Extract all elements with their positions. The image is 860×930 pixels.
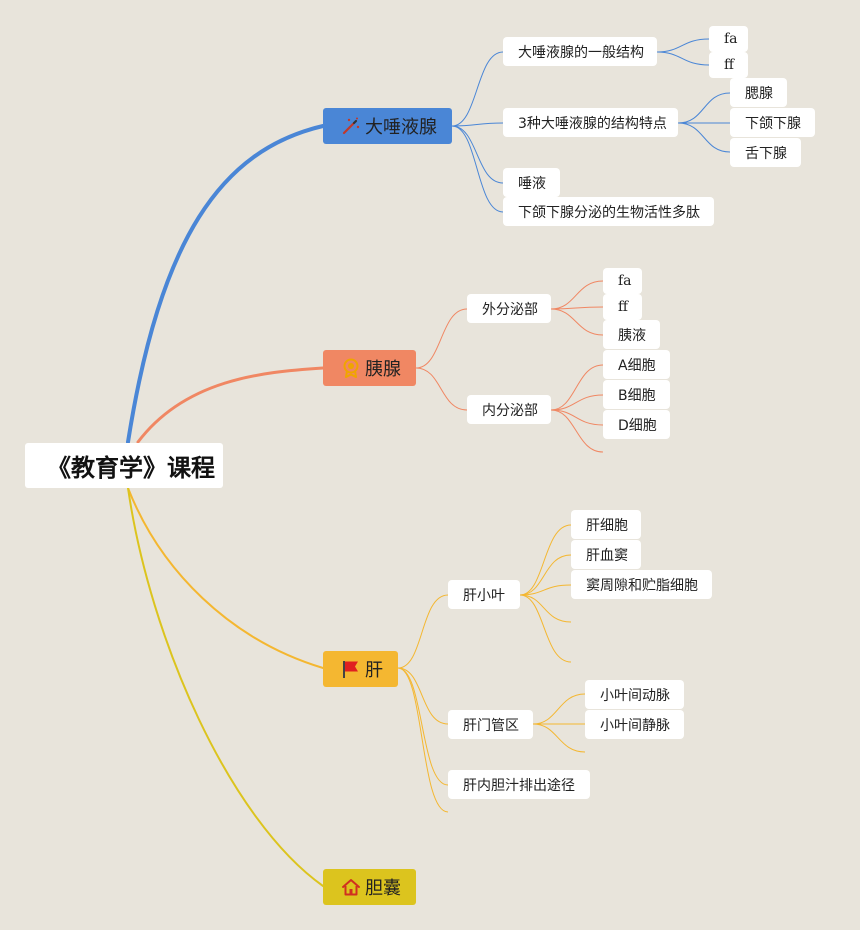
topic-label: 腮腺 [745, 85, 773, 102]
topic-label: 小叶间动脉 [600, 687, 670, 704]
branch-pancreas-label: 胰腺 [365, 359, 401, 380]
branch-salivary-label: 大唾液腺 [365, 117, 437, 138]
magic-wand-icon [342, 117, 360, 135]
connector-structure-ff [656, 51, 710, 66]
topic-label: fa [618, 273, 632, 289]
connector-root-salivary [126, 124, 325, 444]
branch-pancreas[interactable]: 胰腺 [323, 350, 416, 386]
connector-lobule-cells [519, 524, 572, 596]
topic-label: 肝内胆汁排出途径 [463, 777, 575, 794]
topic-label: ff [724, 57, 734, 73]
topic-label: 下颌下腺分泌的生物活性多肽 [518, 204, 700, 221]
topic-label: 肝门管区 [463, 717, 519, 734]
topic-label: fa [724, 31, 738, 47]
connector-root-liver [127, 487, 324, 669]
connector-features-parotid [677, 92, 731, 124]
topic-d-cell[interactable]: D细胞 [603, 410, 670, 439]
connector-portal-empty [532, 723, 586, 753]
topic-label: 小叶间静脉 [600, 717, 670, 734]
topic-exocrine-ff[interactable]: ff [603, 294, 642, 320]
connector-salivary-structure [451, 51, 504, 127]
topic-salivary-features[interactable]: 3种大唾液腺的结构特点 [503, 108, 678, 137]
connector-root-pancreas [136, 366, 325, 444]
connector-exocrine-ff [550, 306, 604, 310]
connector-salivary-features [451, 122, 504, 127]
branch-salivary-glands[interactable]: 大唾液腺 [323, 108, 452, 144]
topic-submandibular-gland[interactable]: 下颌下腺 [730, 108, 815, 137]
connector-lobule-space [519, 584, 572, 596]
topic-label: B细胞 [618, 387, 656, 404]
topic-label: D细胞 [618, 417, 657, 434]
branch-gallbladder-label: 胆囊 [365, 878, 401, 899]
connector-endocrine-b [550, 394, 604, 411]
topic-label: 下颌下腺 [745, 115, 801, 132]
topic-hepatic-sinusoid[interactable]: 肝血窦 [571, 540, 641, 569]
topic-hepatic-lobule[interactable]: 肝小叶 [448, 580, 520, 609]
topic-perisinusoidal-space[interactable]: 窦周隙和贮脂细胞 [571, 570, 712, 599]
topic-label: 胰液 [618, 327, 646, 344]
topic-endocrine-part[interactable]: 内分泌部 [467, 395, 551, 424]
topic-saliva[interactable]: 唾液 [503, 168, 560, 197]
connector-structure-fa [656, 38, 710, 53]
topic-label: 内分泌部 [482, 402, 538, 419]
topic-label: 3种大唾液腺的结构特点 [518, 115, 667, 132]
connector-exocrine-fa [550, 280, 604, 310]
connector-liver-empty [397, 667, 449, 813]
award-medal-icon [343, 358, 359, 378]
connector-lobule-empty-2 [519, 594, 572, 663]
topic-salivary-structure[interactable]: 大唾液腺的一般结构 [503, 37, 657, 66]
connector-endocrine-empty [550, 409, 604, 453]
connector-features-sublingual [677, 122, 731, 153]
branch-gallbladder[interactable]: 胆囊 [323, 869, 416, 905]
topic-label: 肝血窦 [586, 547, 628, 564]
connector-lobule-empty-1 [519, 594, 572, 623]
topic-structure-fa[interactable]: fa [709, 26, 748, 52]
topic-pancreatic-juice[interactable]: 胰液 [603, 320, 660, 349]
topic-bile-pathway[interactable]: 肝内胆汁排出途径 [448, 770, 590, 799]
topic-b-cell[interactable]: B细胞 [603, 380, 670, 409]
topic-sublingual-gland[interactable]: 舌下腺 [730, 138, 801, 167]
connector-exocrine-juice [550, 308, 604, 336]
topic-label: 外分泌部 [482, 301, 538, 318]
topic-a-cell[interactable]: A细胞 [603, 350, 670, 379]
topic-hepatocyte[interactable]: 肝细胞 [571, 510, 641, 539]
topic-interlobular-artery[interactable]: 小叶间动脉 [585, 680, 684, 709]
connector-salivary-peptides [451, 125, 504, 213]
topic-interlobular-vein[interactable]: 小叶间静脉 [585, 710, 684, 739]
connector-salivary-saliva [451, 125, 504, 184]
topic-exocrine-part[interactable]: 外分泌部 [467, 294, 551, 323]
topic-label: A细胞 [618, 357, 656, 374]
connector-lobule-sinusoid [519, 554, 572, 596]
topic-label: 窦周隙和贮脂细胞 [586, 577, 698, 594]
connector-endocrine-a [550, 364, 604, 411]
connector-liver-lobule [397, 594, 449, 669]
root-topic-label: 《教育学》课程 [47, 454, 215, 482]
connector-root-gallbladder [127, 487, 324, 887]
connector-endocrine-d [550, 409, 604, 426]
topic-label: 肝细胞 [586, 517, 628, 534]
topic-label: ff [618, 299, 628, 315]
topic-structure-ff[interactable]: ff [709, 52, 748, 78]
connector-liver-bile [397, 667, 449, 786]
topic-label: 肝小叶 [463, 587, 505, 604]
branch-liver-label: 肝 [365, 660, 383, 681]
topic-bioactive-peptides[interactable]: 下颌下腺分泌的生物活性多肽 [503, 197, 714, 226]
branch-liver[interactable]: 肝 [323, 651, 398, 687]
topic-portal-area[interactable]: 肝门管区 [448, 710, 533, 739]
topic-label: 大唾液腺的一般结构 [518, 44, 644, 61]
connector-portal-artery [532, 693, 586, 725]
topic-label: 舌下腺 [745, 145, 787, 162]
topic-parotid-gland[interactable]: 腮腺 [730, 78, 787, 107]
connector-pancreas-endocrine [415, 367, 468, 411]
house-icon [342, 879, 360, 896]
connector-liver-portal [397, 667, 449, 725]
topic-label: 唾液 [518, 175, 546, 192]
connector-pancreas-exocrine [415, 308, 468, 369]
flag-icon [343, 661, 358, 678]
topic-exocrine-fa[interactable]: fa [603, 268, 642, 294]
root-topic[interactable]: 《教育学》课程 [25, 443, 223, 488]
